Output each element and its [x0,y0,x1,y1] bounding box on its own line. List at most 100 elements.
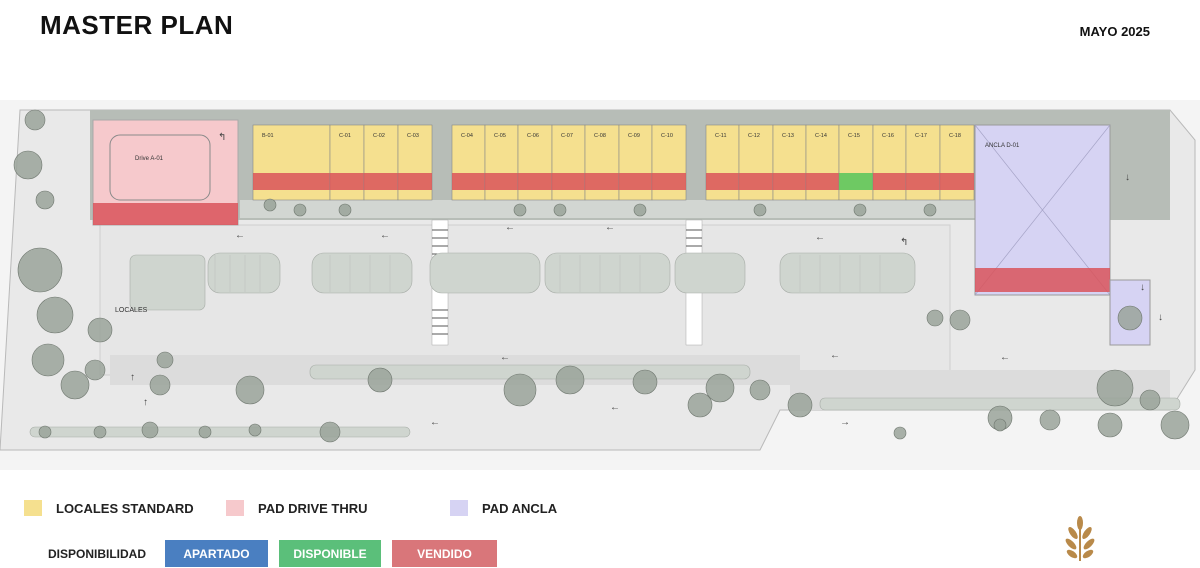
tree-icon [198,425,212,439]
tree-icon [156,351,174,369]
svg-text:←: ← [380,230,390,241]
unit-status-band [585,173,619,190]
unit-status-band [398,173,432,190]
tree-icon [687,392,713,418]
tree-icon [263,198,277,212]
svg-text:↰: ↰ [900,237,908,248]
tree-icon [36,296,74,334]
tree-icon [893,426,907,440]
unit-label: B-01 [262,133,274,139]
tree-icon [141,421,159,439]
svg-text:←: ← [815,232,825,243]
unit-status-band [739,173,773,190]
svg-text:↰: ↰ [218,132,226,143]
tree-icon [338,203,352,217]
unit-status-band [253,173,330,190]
svg-text:↓: ↓ [1125,172,1130,183]
unit-status-band [839,173,873,190]
legend-swatch-standard [24,500,42,516]
svg-text:←: ← [505,222,515,233]
anchor-pad-label: ANCLA D-01 [985,143,1020,149]
unit-status-band [773,173,806,190]
tree-icon [149,374,171,396]
tree-icon [93,425,107,439]
unit-status-band [652,173,686,190]
legend-label-drive-thru: PAD DRIVE THRU [258,500,368,516]
tree-icon [555,365,585,395]
unit-status-band [452,173,485,190]
tree-icon [513,203,527,217]
unit-label: C-16 [882,133,894,139]
legend-item-ancla: PAD ANCLA [450,500,557,516]
unit-label: C-12 [748,133,760,139]
svg-text:←: ← [430,417,440,428]
unit-status-band [330,173,364,190]
unit-status-band [552,173,585,190]
tree-icon [319,421,341,443]
unit-label: C-11 [715,133,727,139]
unit-label: C-06 [527,133,539,139]
brand-logo-icon [1065,516,1095,561]
unit-label: C-02 [373,133,385,139]
svg-text:↑: ↑ [130,372,135,383]
unit-status-band [906,173,940,190]
tree-icon [787,392,813,418]
tree-icon [633,203,647,217]
svg-text:←: ← [1000,352,1010,363]
legend-item-drive-thru: PAD DRIVE THRU [226,500,368,516]
tree-icon [705,373,735,403]
tree-icon [293,203,307,217]
legend-swatch-ancla [450,500,468,516]
tree-icon [1160,410,1190,440]
status-apartado: APARTADO [165,540,268,567]
tree-icon [923,203,937,217]
unit-label: C-10 [661,133,673,139]
tree-icon [24,109,46,131]
tree-icon [38,425,52,439]
tree-icon [753,203,767,217]
page-title: MASTER PLAN [40,10,234,40]
tree-icon [1139,389,1161,411]
unit-status-band [873,173,906,190]
unit-label: C-05 [494,133,506,139]
unit-status-band [518,173,552,190]
svg-text:↓: ↓ [1158,312,1163,323]
unit-label: C-07 [561,133,573,139]
tree-icon [1039,409,1061,431]
svg-text:→: → [840,417,850,428]
tree-icon [632,369,658,395]
tree-icon [84,359,106,381]
availability-label: DISPONIBILIDAD [48,547,147,561]
unit-label: C-08 [594,133,606,139]
tree-icon [367,367,393,393]
tree-icon [1097,412,1123,438]
tree-icon [17,247,63,293]
tree-icon [1096,369,1134,407]
tree-icon [553,203,567,217]
tree-icon [87,317,113,343]
svg-text:↑: ↑ [143,397,148,408]
legend-label-standard: LOCALES STANDARD [56,500,194,516]
plan-date: MAYO 2025 [1079,24,1150,39]
tree-icon [926,309,944,327]
unit-status-band [706,173,739,190]
tree-icon [35,190,55,210]
unit-status-band [806,173,839,190]
unit-status-band [485,173,518,190]
tree-icon [60,370,90,400]
tree-icon [949,309,971,331]
status-vendido: VENDIDO [392,540,497,567]
status-disponible: DISPONIBLE [279,540,381,567]
unit-label: C-15 [848,133,860,139]
unit-status-band [364,173,398,190]
legend-swatch-drive-thru [226,500,244,516]
svg-text:←: ← [235,230,245,241]
tree-icon [749,379,771,401]
svg-text:←: ← [830,350,840,361]
tree-icon [1117,305,1143,331]
unit-label: C-04 [461,133,473,139]
drive-pad-label: Drive A-01 [135,156,164,162]
tree-icon [853,203,867,217]
